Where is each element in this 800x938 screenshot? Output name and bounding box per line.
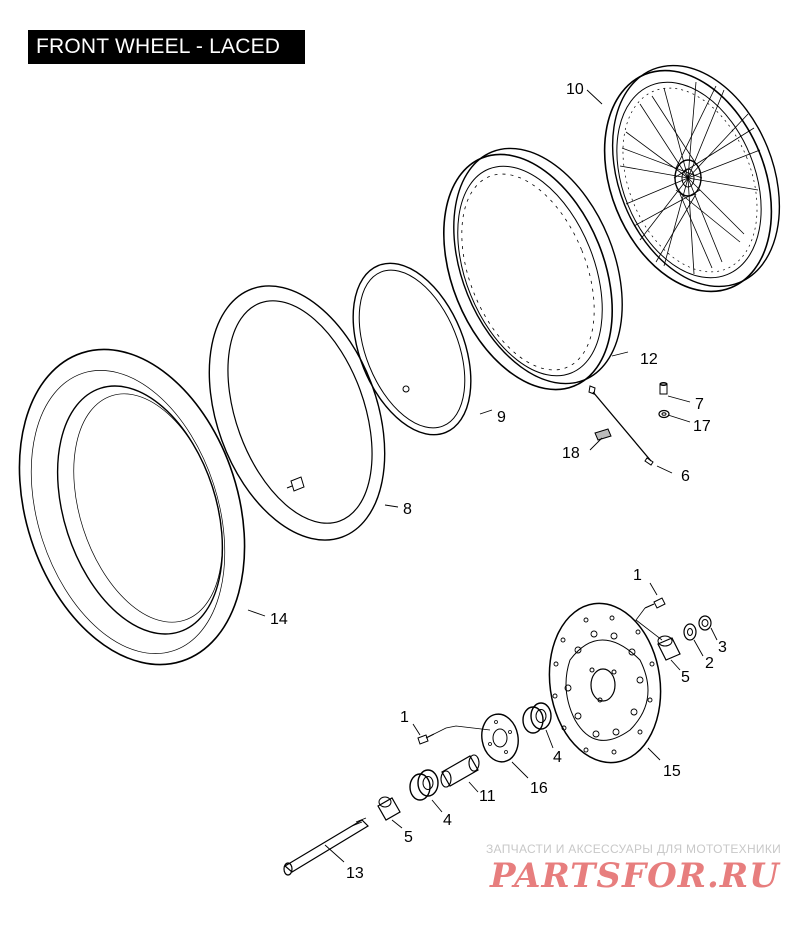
diagram-title: FRONT WHEEL - LACED [28, 30, 305, 64]
spacer-part-5-lower[interactable] [377, 796, 401, 821]
callout-3: 3 [718, 639, 727, 656]
callout-6: 6 [681, 468, 690, 485]
tire-part-14[interactable] [0, 320, 283, 694]
spacer-part-5-upper[interactable] [657, 635, 681, 661]
callout-11: 11 [479, 788, 496, 805]
callout-17: 17 [693, 418, 711, 435]
callout-1-upper: 1 [633, 567, 642, 584]
nut-part-3[interactable] [698, 615, 712, 631]
callout-4-upper: 4 [553, 749, 562, 766]
callout-8: 8 [403, 501, 412, 518]
callout-12: 12 [640, 351, 658, 368]
callout-9: 9 [497, 409, 506, 426]
washer-part-17[interactable] [658, 409, 670, 419]
spoke-nipple-part-7[interactable] [659, 382, 668, 395]
callout-14: 14 [270, 611, 288, 628]
callout-4-lower: 4 [443, 812, 452, 829]
callout-5-upper: 5 [681, 669, 690, 686]
callout-1-lower: 1 [400, 709, 409, 726]
axle-part-13[interactable] [283, 817, 369, 876]
callout-18: 18 [562, 445, 580, 462]
bearing-part-4-lower[interactable] [409, 769, 439, 801]
balance-weight-part-18[interactable] [594, 428, 612, 441]
brake-disc-part-15[interactable] [539, 596, 670, 770]
leader-line [433, 725, 491, 735]
callout-2: 2 [705, 655, 714, 672]
watermark-tagline: ЗАПЧАСТИ И АКСЕССУАРЫ ДЛЯ МОТОТЕХНИКИ [486, 842, 782, 856]
washer-part-2[interactable] [683, 623, 697, 641]
inner-tube-part-8[interactable] [177, 262, 418, 565]
leader-line [635, 607, 663, 641]
callout-16: 16 [530, 780, 548, 797]
callout-15: 15 [663, 763, 681, 780]
rim-strip-part-9[interactable] [330, 246, 494, 452]
callout-7: 7 [695, 396, 704, 413]
screw-part-1-lower[interactable] [417, 733, 435, 745]
spacer-sleeve-part-11[interactable] [440, 754, 480, 788]
laced-wheel-part-10[interactable] [574, 41, 800, 317]
callout-leaders [247, 89, 718, 863]
callout-10: 10 [566, 81, 584, 98]
callout-5-lower: 5 [404, 829, 413, 846]
callout-13: 13 [346, 865, 364, 882]
watermark-logo: PARTSFOR.RU [490, 856, 780, 896]
spoke-part-6[interactable] [588, 385, 654, 466]
rim-part-12[interactable] [411, 123, 654, 414]
spacer-disc-part-16[interactable] [478, 711, 522, 765]
screw-part-1-upper[interactable] [644, 597, 666, 609]
bearing-part-4-upper[interactable] [522, 702, 552, 734]
callout-labels: 10 12 9 8 14 7 17 18 6 1 3 2 5 1 4 15 16… [270, 81, 727, 882]
